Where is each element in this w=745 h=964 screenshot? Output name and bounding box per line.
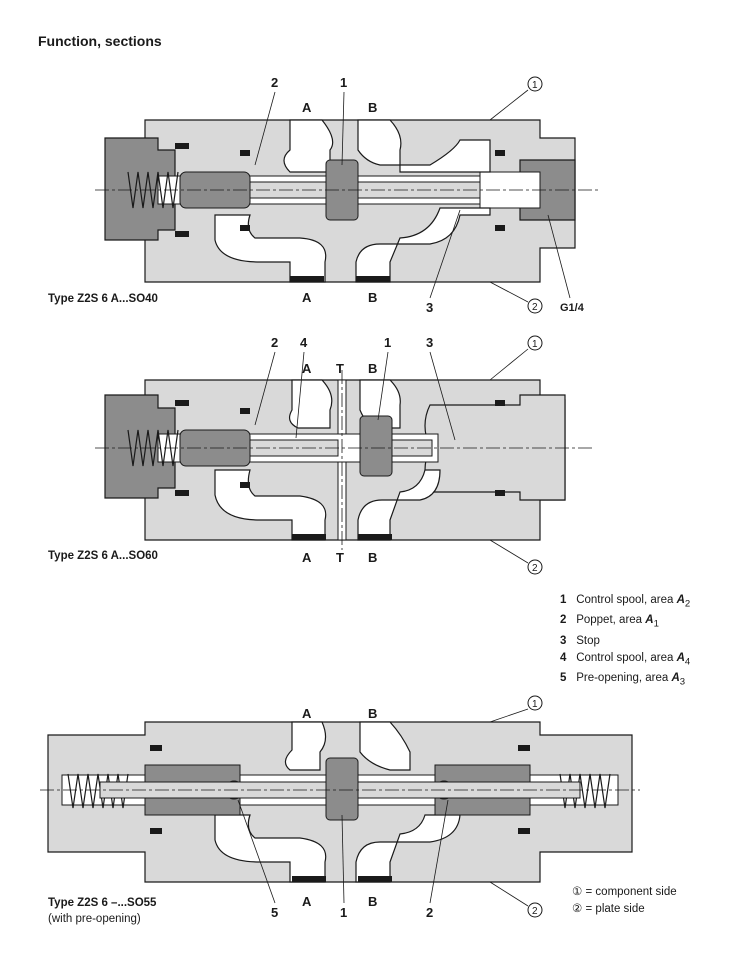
leader-1 xyxy=(377,351,389,421)
port-a-bottom: A xyxy=(302,550,312,565)
channel-b-lower xyxy=(357,469,441,541)
leader-4 xyxy=(295,351,305,439)
component-side-marker xyxy=(527,695,543,711)
component-side-digit: 1 xyxy=(532,80,538,91)
leader-thread xyxy=(547,214,571,299)
channel-a xyxy=(284,721,327,771)
plate-side-digit: 2 xyxy=(532,906,538,917)
component-side-digit: 1 xyxy=(532,339,538,350)
section-diagram-so60: A T B A T B 2 4 1 3 1 2 xyxy=(95,335,595,575)
leader-plate-side xyxy=(489,281,529,303)
plate-side-digit: 2 xyxy=(532,563,538,574)
port-b-top: B xyxy=(368,100,377,115)
section-subcaption: (with pre-opening) xyxy=(48,913,141,925)
port-b-bottom: B xyxy=(368,550,377,565)
callout-2: 2 xyxy=(426,905,433,920)
port-b-bottom: B xyxy=(368,894,377,909)
leader-2 xyxy=(254,91,276,166)
channel-b xyxy=(357,119,491,173)
port-a-bottom: A xyxy=(302,290,312,305)
plate-side-marker xyxy=(527,298,543,314)
page-title: Function, sections xyxy=(38,33,162,49)
control-spool xyxy=(325,757,359,821)
leader-2 xyxy=(429,799,449,904)
channel-b-lower xyxy=(355,207,491,283)
port-a-top: A xyxy=(302,100,312,115)
port-b-top: B xyxy=(368,361,377,376)
channel-a xyxy=(283,119,334,173)
leader-component-side xyxy=(489,348,529,381)
callout-2: 2 xyxy=(271,335,278,350)
port-a-top: A xyxy=(302,706,312,721)
seals xyxy=(175,400,505,540)
left-spring xyxy=(67,773,129,809)
channel-b xyxy=(359,721,411,771)
side-key-item: ② = plate side xyxy=(572,903,645,915)
port-t-bottom: T xyxy=(336,550,344,565)
leader-3 xyxy=(429,209,461,299)
component-side-marker xyxy=(527,76,543,92)
leader-component-side xyxy=(489,708,529,723)
port-t-top: T xyxy=(336,361,344,376)
legend-item: 2 Poppet, area A1 xyxy=(560,614,659,630)
port-a-top: A xyxy=(302,361,312,376)
section-caption: Type Z2S 6 A...SO60 xyxy=(48,550,158,562)
leader-1 xyxy=(341,814,345,904)
callout-2: 2 xyxy=(271,75,278,90)
seals xyxy=(150,745,530,882)
seals xyxy=(175,143,505,282)
component-side-marker xyxy=(527,335,543,351)
callout-1: 1 xyxy=(340,75,347,90)
leader-plate-side xyxy=(489,539,529,564)
leader-2 xyxy=(254,351,276,426)
legend: 1 Control spool, area A2 2 Poppet, area … xyxy=(560,592,690,690)
port-a-bottom: A xyxy=(302,894,312,909)
control-spool xyxy=(359,415,393,477)
section-caption: Type Z2S 6 –...SO55 xyxy=(48,897,157,909)
section-diagram-so40: A B A B 2 1 3 1 2 G1/4 xyxy=(95,75,600,315)
callout-5: 5 xyxy=(271,905,278,920)
leader-plate-side xyxy=(489,881,529,907)
thread-label: G1/4 xyxy=(560,302,585,314)
leader-component-side xyxy=(489,89,529,121)
side-key-item: ① = component side xyxy=(572,886,677,898)
callout-4: 4 xyxy=(300,335,308,350)
side-key: ① = component side ② = plate side xyxy=(572,884,677,918)
leader-1 xyxy=(341,91,345,166)
port-b-bottom: B xyxy=(368,290,377,305)
plate-side-marker xyxy=(527,902,543,918)
callout-1: 1 xyxy=(340,905,347,920)
component-side-digit: 1 xyxy=(532,699,538,710)
poppet-spring xyxy=(127,429,179,467)
channel-a-lower xyxy=(214,814,327,883)
leader-3 xyxy=(429,351,456,441)
channel-a xyxy=(288,379,333,429)
callout-3: 3 xyxy=(426,335,433,350)
section-caption: Type Z2S 6 A...SO40 xyxy=(48,293,158,305)
callout-1: 1 xyxy=(384,335,391,350)
legend-item: 1 Control spool, area A2 xyxy=(560,594,691,610)
channel-b-lower xyxy=(355,814,461,883)
section-diagram-so55: A B A B 5 1 2 1 2 xyxy=(40,695,640,920)
plate-side-marker xyxy=(527,559,543,575)
callout-3: 3 xyxy=(426,300,433,315)
leader-5 xyxy=(237,799,276,904)
plate-side-digit: 2 xyxy=(532,302,538,313)
legend-item: 3 Stop xyxy=(560,634,600,647)
poppet-spring xyxy=(127,171,179,209)
stop-fitting xyxy=(424,394,566,501)
legend-item: 4 Control spool, area A4 xyxy=(560,651,691,667)
port-b-top: B xyxy=(368,706,377,721)
legend-item: 5 Pre-opening, area A3 xyxy=(560,671,686,688)
